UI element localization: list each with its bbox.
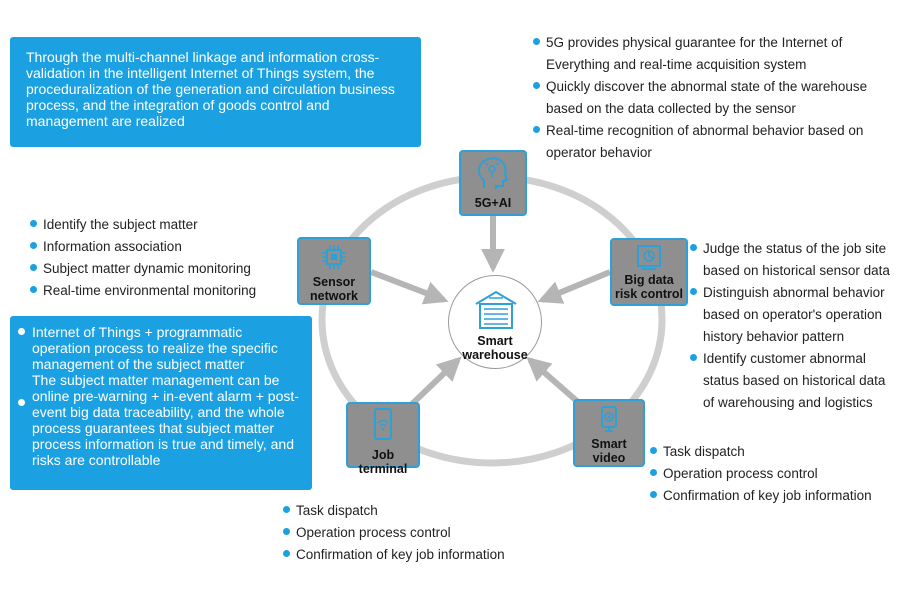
node-label: Sensor network [310, 275, 358, 303]
head-circuit-icon [476, 156, 510, 195]
bullet-dot [18, 328, 25, 335]
info-box-top-text: Through the multi-channel linkage and in… [26, 49, 395, 129]
list-item: Real-time recognition of abnormal behavi… [533, 120, 893, 164]
info-box-left: Internet of Things + programmatic operat… [10, 316, 312, 490]
chip-icon [319, 242, 349, 275]
list-smart-video: Task dispatch Operation process control … [650, 441, 900, 507]
list-item: Identify the subject matter [30, 214, 300, 236]
list-item: 5G provides physical guarantee for the I… [533, 32, 893, 76]
list-item: Quickly discover the abnormal state of t… [533, 76, 893, 120]
hub-label: Smart warehouse [462, 334, 528, 362]
node-label: Big data risk control [614, 273, 684, 301]
list-job-terminal: Task dispatch Operation process control … [283, 500, 563, 566]
node-label: 5G+AI [474, 196, 512, 210]
list-item: Information association [30, 236, 300, 258]
info-box-left-paragraph-2: The subject matter management can be onl… [32, 372, 299, 468]
warehouse-icon [473, 288, 519, 335]
list-item: Task dispatch [283, 500, 563, 522]
list-item: Operation process control [283, 522, 563, 544]
list-item: Confirmation of key job information [650, 485, 900, 507]
list-5g-ai: 5G provides physical guarantee for the I… [533, 32, 893, 164]
arrow-big-data [537, 269, 612, 304]
list-item: Real-time environmental monitoring [30, 280, 300, 302]
smart-warehouse-hub: Smart warehouse [448, 275, 542, 369]
info-box-top: Through the multi-channel linkage and in… [10, 37, 421, 147]
arrow-sensor-network [369, 269, 449, 305]
arrow-smart-video [526, 356, 580, 405]
list-item: Confirmation of key job information [283, 544, 563, 566]
node-smart-video: Smart video [573, 399, 645, 467]
node-label: Smart video [591, 437, 627, 465]
bullet-dot [18, 399, 25, 406]
node-sensor-network: Sensor network [297, 237, 371, 305]
list-sensor-network: Identify the subject matter Information … [30, 214, 300, 302]
list-item: Subject matter dynamic monitoring [30, 258, 300, 280]
node-big-data-risk-control: Big data risk control [610, 238, 688, 306]
phone-wifi-icon [371, 407, 395, 444]
info-box-left-paragraph-1: Internet of Things + programmatic operat… [32, 324, 278, 372]
list-item: Identify customer abnormal status based … [690, 348, 895, 414]
list-item: Operation process control [650, 463, 900, 485]
node-job-terminal: Job terminal [346, 402, 420, 476]
node-label: Job terminal [358, 448, 408, 476]
arrow-job-terminal [409, 356, 462, 407]
list-item: Task dispatch [650, 441, 900, 463]
camera-icon [597, 404, 621, 437]
node-5g-ai: 5G+AI [459, 150, 527, 216]
list-big-data: Judge the status of the job site based o… [690, 238, 895, 414]
list-item: Distinguish abnormal behavior based on o… [690, 282, 895, 348]
data-screen-icon [634, 243, 664, 274]
list-item: Judge the status of the job site based o… [690, 238, 895, 282]
